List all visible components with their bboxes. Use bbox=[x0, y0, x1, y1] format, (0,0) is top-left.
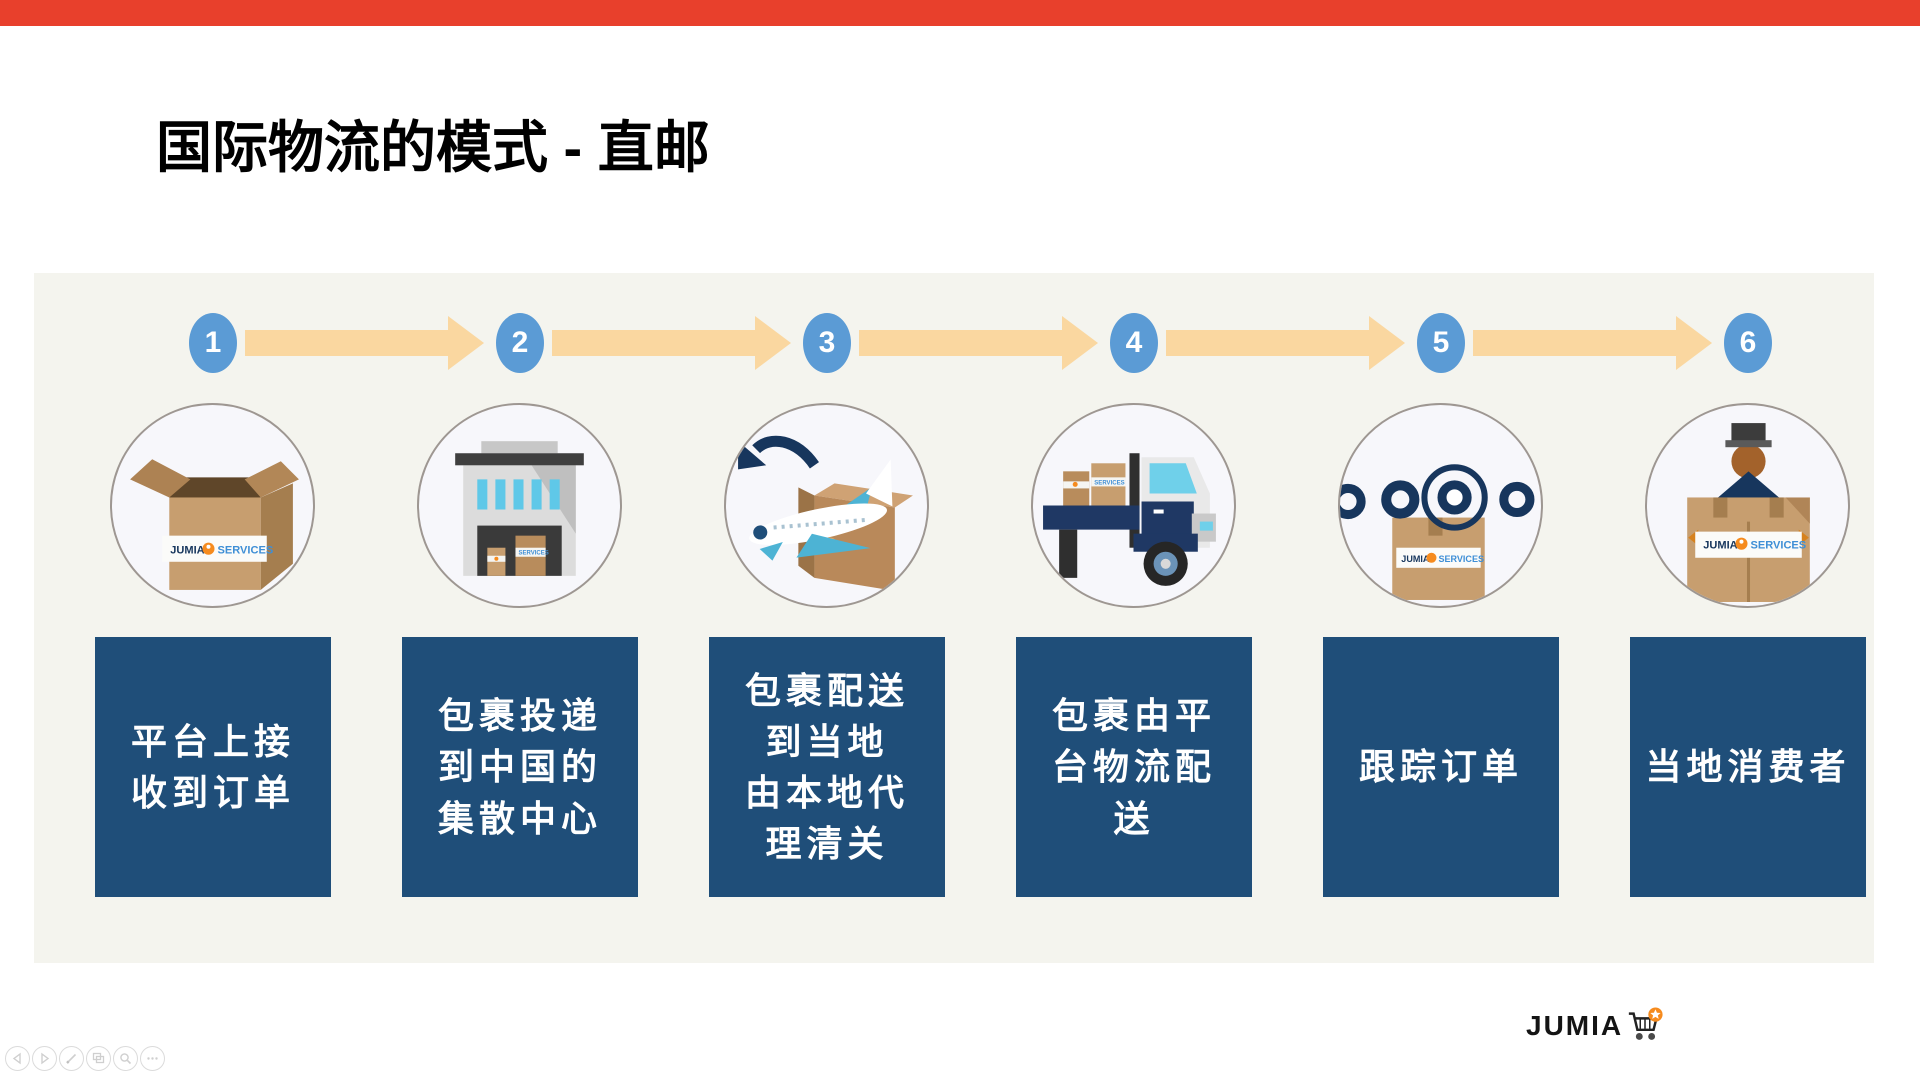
brand-services-text: SERVICES bbox=[218, 545, 274, 557]
step-number-badge: 6 bbox=[1724, 313, 1772, 373]
page-title: 国际物流的模式 - 直邮 bbox=[156, 116, 710, 179]
parcel-tracking-icon: JUMIA SERVICES bbox=[1340, 464, 1535, 600]
more-options-button[interactable] bbox=[140, 1046, 165, 1071]
brand-jumia-text: JUMIA bbox=[170, 545, 204, 557]
step-label-box: 包裹配送 到当地 由本地代 理清关 bbox=[709, 637, 945, 897]
brand-services-text: SERVICES bbox=[1751, 540, 1807, 552]
open-box-icon: JUMIA SERVICES bbox=[130, 459, 299, 590]
step-2: 2 SERVICES 包裹投递 到中国的 集 bbox=[402, 273, 638, 963]
all-slides-icon bbox=[92, 1052, 105, 1064]
zoom-button[interactable] bbox=[113, 1046, 138, 1071]
step-label: 当地消费者 bbox=[1645, 746, 1851, 788]
step-label-box: 跟踪订单 bbox=[1323, 637, 1559, 897]
warehouse-icon: SERVICES bbox=[455, 441, 584, 576]
all-slides-button[interactable] bbox=[86, 1046, 111, 1071]
brand-services-text: SERVICES bbox=[518, 551, 548, 557]
presenter-toolbar bbox=[5, 1046, 165, 1071]
step-label: 平台上接 收到订单 bbox=[130, 720, 295, 813]
consumer-with-parcel-icon: JUMIA SERVICES bbox=[1687, 423, 1810, 602]
brand-services-text: SERVICES bbox=[1438, 554, 1484, 564]
flow-arrow bbox=[1473, 316, 1712, 370]
step-number-badge: 4 bbox=[1110, 313, 1158, 373]
step-1: 1 JUMIA SERVICES 平台上接 收到订单 bbox=[95, 273, 331, 963]
step-icon-circle: SERVICES bbox=[417, 403, 622, 608]
airplane-parcel-icon bbox=[738, 435, 913, 591]
more-options-icon bbox=[147, 1057, 158, 1060]
brand-jumia-text: JUMIA bbox=[1703, 540, 1737, 552]
step-icon-circle: JUMIA SERVICES bbox=[1338, 403, 1543, 608]
delivery-truck-icon: SERVICES bbox=[1043, 453, 1216, 586]
step-5: 5 JUMIA SERVICES 跟踪订单 bbox=[1323, 273, 1559, 963]
step-number-badge: 1 bbox=[189, 313, 237, 373]
step-label: 跟踪订单 bbox=[1358, 746, 1523, 788]
previous-slide-button[interactable] bbox=[5, 1046, 30, 1071]
jumia-logo-text: JUMIA bbox=[1526, 1010, 1624, 1041]
next-slide-button[interactable] bbox=[32, 1046, 57, 1071]
previous-slide-icon bbox=[12, 1052, 21, 1065]
flow-arrow bbox=[859, 316, 1098, 370]
step-6: 6 JUMIA SERVICES 当地消费者 bbox=[1630, 273, 1866, 963]
step-label: 包裹由平 台物流配 送 bbox=[1051, 695, 1216, 839]
step-4: 4 SERVICES bbox=[1016, 273, 1252, 963]
step-icon-circle: SERVICES bbox=[1031, 403, 1236, 608]
step-label-box: 包裹由平 台物流配 送 bbox=[1016, 637, 1252, 897]
flow-arrow bbox=[552, 316, 791, 370]
step-label: 包裹配送 到当地 由本地代 理清关 bbox=[744, 669, 909, 865]
top-accent-bar bbox=[0, 0, 1920, 26]
step-label-box: 包裹投递 到中国的 集散中心 bbox=[402, 637, 638, 897]
step-label: 包裹投递 到中国的 集散中心 bbox=[437, 695, 602, 839]
step-label-box: 当地消费者 bbox=[1630, 637, 1866, 897]
flow-arrow bbox=[1166, 316, 1405, 370]
pen-button[interactable] bbox=[59, 1046, 84, 1071]
shopping-cart-icon bbox=[1628, 1007, 1663, 1040]
brand-services-text: SERVICES bbox=[1094, 480, 1124, 486]
pen-icon bbox=[66, 1053, 77, 1064]
step-icon-circle: JUMIA SERVICES bbox=[1645, 403, 1850, 608]
step-icon-circle: JUMIA SERVICES bbox=[110, 403, 315, 608]
step-number-badge: 5 bbox=[1417, 313, 1465, 373]
brand-jumia-text: JUMIA bbox=[1401, 554, 1430, 564]
process-flow-panel: 1 JUMIA SERVICES 平台上接 收到订单 2 bbox=[34, 273, 1874, 963]
jumia-logo: JUMIA bbox=[1526, 1007, 1665, 1044]
step-number-badge: 2 bbox=[496, 313, 544, 373]
magnifier-icon bbox=[120, 1053, 132, 1065]
step-3: 3 包裹配送 到当地 由本地代 bbox=[709, 273, 945, 963]
step-icon-circle bbox=[724, 403, 929, 608]
flow-arrow bbox=[245, 316, 484, 370]
step-label-box: 平台上接 收到订单 bbox=[95, 637, 331, 897]
next-slide-icon bbox=[41, 1052, 50, 1065]
step-number-badge: 3 bbox=[803, 313, 851, 373]
